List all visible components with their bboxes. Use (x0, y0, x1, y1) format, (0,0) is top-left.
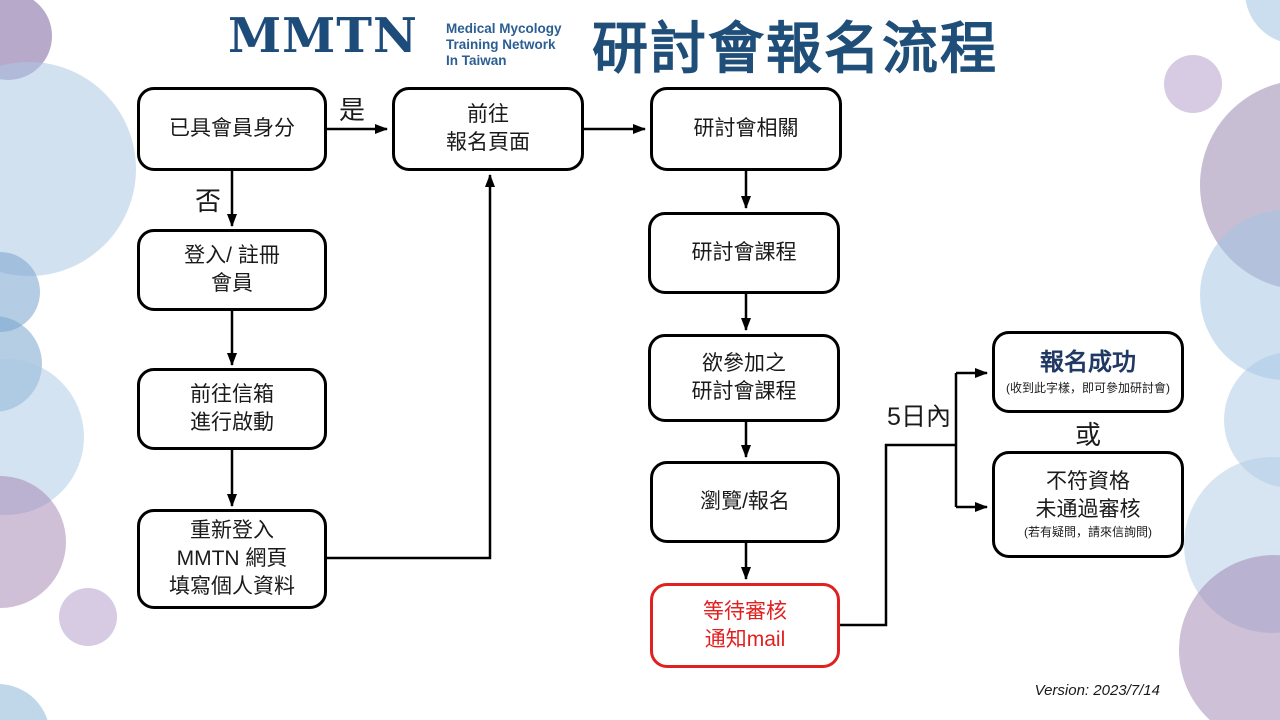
node-text: 不符資格 (1046, 469, 1130, 493)
node-text: 等待審核 (703, 599, 787, 623)
node-text: 前往信箱 (190, 383, 274, 407)
mmtn-logo-tagline: Medical Mycology Training Network In Tai… (446, 21, 562, 70)
tagline-line: Medical Mycology (446, 21, 562, 36)
node-text: 登入/ 註冊 (184, 244, 280, 268)
tagline-line: In Taiwan (446, 53, 507, 69)
node-text: 填寫個人資料 (169, 574, 295, 598)
page-title: 研討會報名流程 (592, 17, 998, 80)
flow-node-browse-register: 瀏覽/報名 (650, 461, 840, 543)
mmtn-logo: MMTN (228, 8, 418, 64)
node-text: 研討會課程 (691, 380, 797, 403)
flow-node-not-qualified: 不符資格 未通過審核 (若有疑問，請來信詢問) (992, 451, 1184, 558)
node-text: 研討會課程 (691, 241, 797, 265)
edge-wait-to-branch (840, 443, 956, 627)
flow-node-go-register-page: 前往 報名頁面 (392, 87, 584, 171)
node-text: 欲參加之 (702, 352, 786, 376)
node-text: 研討會相關 (693, 117, 799, 141)
node-title: 報名成功 (1040, 349, 1136, 377)
node-text: 報名頁面 (446, 131, 530, 154)
node-text: 進行啟動 (190, 411, 274, 434)
version-text: Version: 2023/7/14 (1034, 682, 1160, 699)
edge-label-yes: 是 (338, 95, 365, 125)
edge-label-or: 或 (1074, 420, 1101, 450)
flow-node-course-to-join: 欲參加之 研討會課程 (648, 334, 840, 422)
node-note: (收到此字樣，即可參加研討會) (1006, 380, 1170, 395)
flow-node-seminar-courses: 研討會課程 (648, 212, 840, 294)
node-text: 前往 (467, 103, 509, 127)
flow-node-seminar-related: 研討會相關 (650, 87, 842, 171)
flow-node-wait-review-mail: 等待審核 通知mail (650, 583, 840, 668)
edge-label-no: 否 (194, 186, 221, 216)
flow-node-member-check: 已具會員身分 (137, 87, 327, 171)
node-text: 重新登入 (190, 519, 274, 543)
node-text: 瀏覽/報名 (700, 490, 790, 514)
node-text: 會員 (211, 272, 253, 295)
node-text: MMTN 網頁 (176, 547, 288, 571)
tagline-line: Training Network (446, 37, 556, 53)
edge-label-within-5-days: 5日內 (887, 403, 951, 431)
flow-node-login-register: 登入/ 註冊 會員 (137, 229, 327, 311)
node-text: 已具會員身分 (169, 117, 295, 141)
node-text: 未通過審核 (1035, 497, 1141, 521)
edge-relogin-to-registerpage (327, 174, 495, 560)
flow-node-mailbox-activate: 前往信箱 進行啟動 (137, 368, 327, 450)
node-note: (若有疑問，請來信詢問) (1024, 525, 1152, 540)
node-text: 通知mail (704, 627, 786, 651)
flow-node-register-success: 報名成功 (收到此字樣，即可參加研討會) (992, 331, 1184, 413)
flow-node-relogin-fill-profile: 重新登入 MMTN 網頁 填寫個人資料 (137, 509, 327, 609)
